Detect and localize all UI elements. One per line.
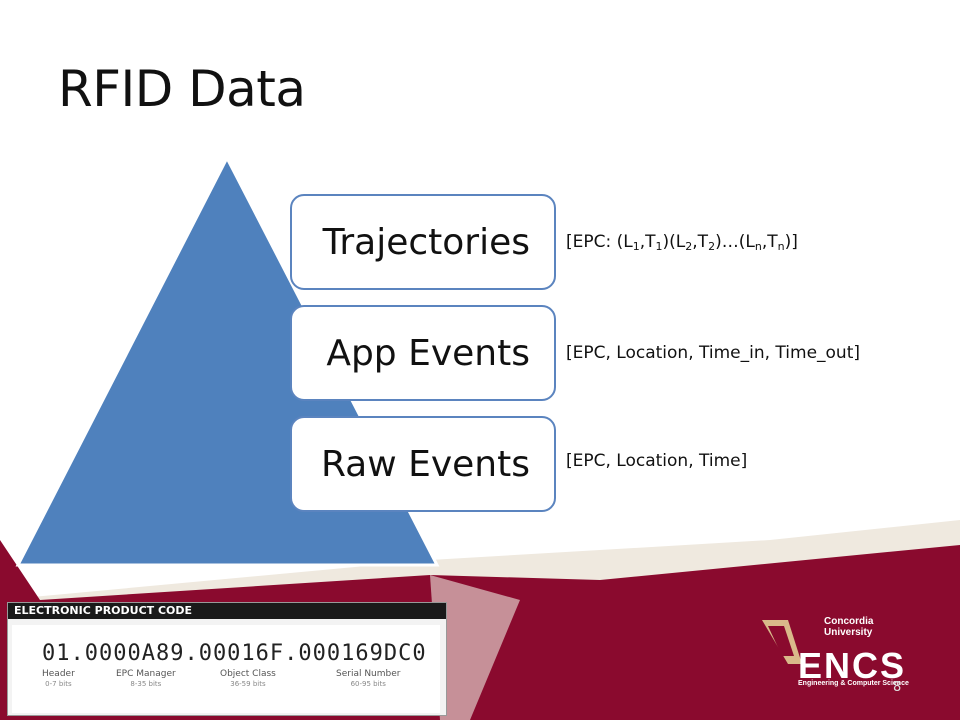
logo-university: Concordia University bbox=[824, 616, 874, 638]
slide-title: RFID Data bbox=[58, 60, 306, 118]
encs-logo: ENCS Concordia University Engineering & … bbox=[762, 612, 922, 692]
note-trajectories: [EPC: (L1,T1)(L2,T2)…(Ln,Tn)] bbox=[566, 232, 798, 253]
svg-text:ENCS: ENCS bbox=[798, 645, 906, 686]
level-raw-events: Raw Events bbox=[290, 416, 556, 512]
note-app-events: [EPC, Location, Time_in, Time_out] bbox=[566, 343, 860, 363]
epc-diagram: ELECTRONIC PRODUCT CODE 01.0000A89.00016… bbox=[7, 602, 447, 716]
note-raw-events: [EPC, Location, Time] bbox=[566, 451, 748, 471]
logo-emblem-icon: ENCS bbox=[762, 620, 906, 686]
level-trajectories: Trajectories bbox=[290, 194, 556, 290]
logo-subtitle: Engineering & Computer Science bbox=[798, 680, 909, 687]
epc-header: ELECTRONIC PRODUCT CODE bbox=[8, 603, 446, 619]
level-app-events-label: App Events bbox=[326, 332, 530, 374]
page-number: 8 bbox=[893, 680, 902, 695]
level-app-events: App Events bbox=[290, 305, 556, 401]
level-trajectories-label: Trajectories bbox=[322, 221, 530, 263]
level-raw-events-label: Raw Events bbox=[320, 443, 530, 485]
epc-code: 01.0000A89.00016F.000169DC0 bbox=[42, 641, 427, 666]
